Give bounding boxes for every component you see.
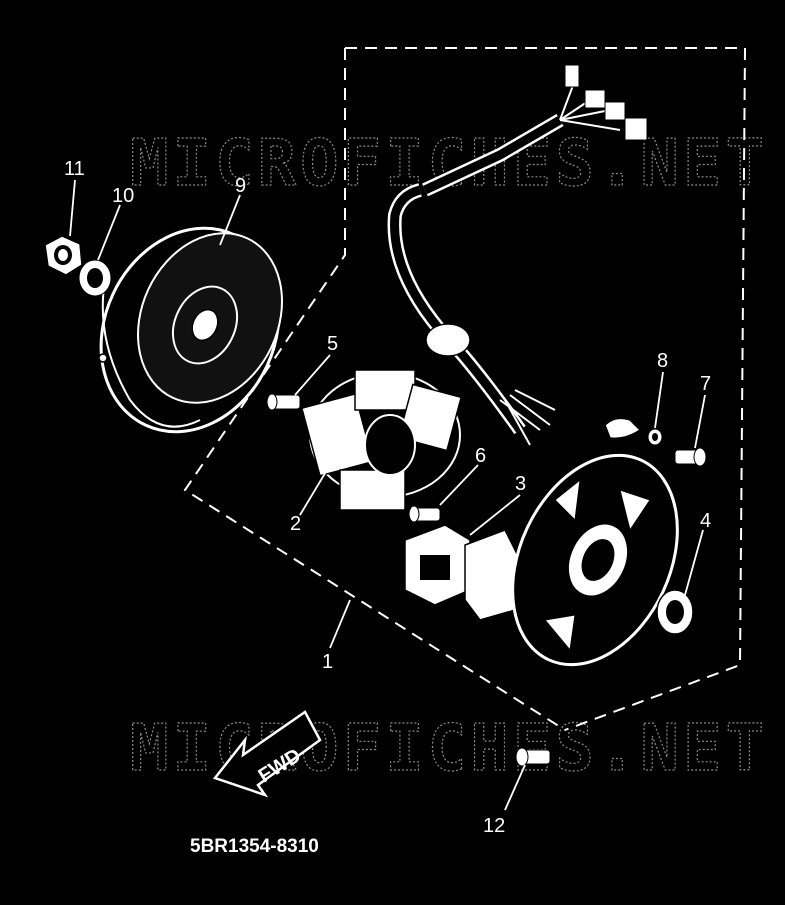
callout-2: 2	[290, 513, 301, 535]
stator-base-plate	[511, 453, 679, 667]
lead-clamp	[604, 417, 663, 446]
callout-1: 1	[322, 651, 333, 673]
watermark-top: MICROFICHES.NET	[130, 127, 768, 201]
screw-pickup	[408, 505, 441, 523]
wire-harness	[387, 64, 648, 446]
callout-12: 12	[483, 815, 505, 837]
stator-coil	[300, 369, 463, 511]
screw-stator	[266, 393, 301, 411]
callout-3: 3	[515, 473, 526, 495]
callout-9: 9	[235, 175, 246, 197]
drawing-code: 5BR1354-8310	[190, 836, 319, 857]
callout-4: 4	[700, 510, 711, 532]
washer	[78, 259, 112, 297]
screw-clamp	[674, 447, 707, 467]
callout-5: 5	[327, 333, 338, 355]
oil-seal	[656, 589, 694, 635]
screw-base	[515, 747, 551, 767]
callout-10: 10	[112, 185, 134, 207]
callout-7: 7	[700, 373, 711, 395]
callout-6: 6	[475, 445, 486, 467]
callout-11: 11	[64, 158, 85, 180]
nut	[44, 235, 83, 276]
callout-8: 8	[657, 350, 668, 372]
leader-lines	[69, 179, 706, 811]
pickup-coil	[404, 524, 521, 621]
flywheel-rotor	[98, 226, 283, 434]
